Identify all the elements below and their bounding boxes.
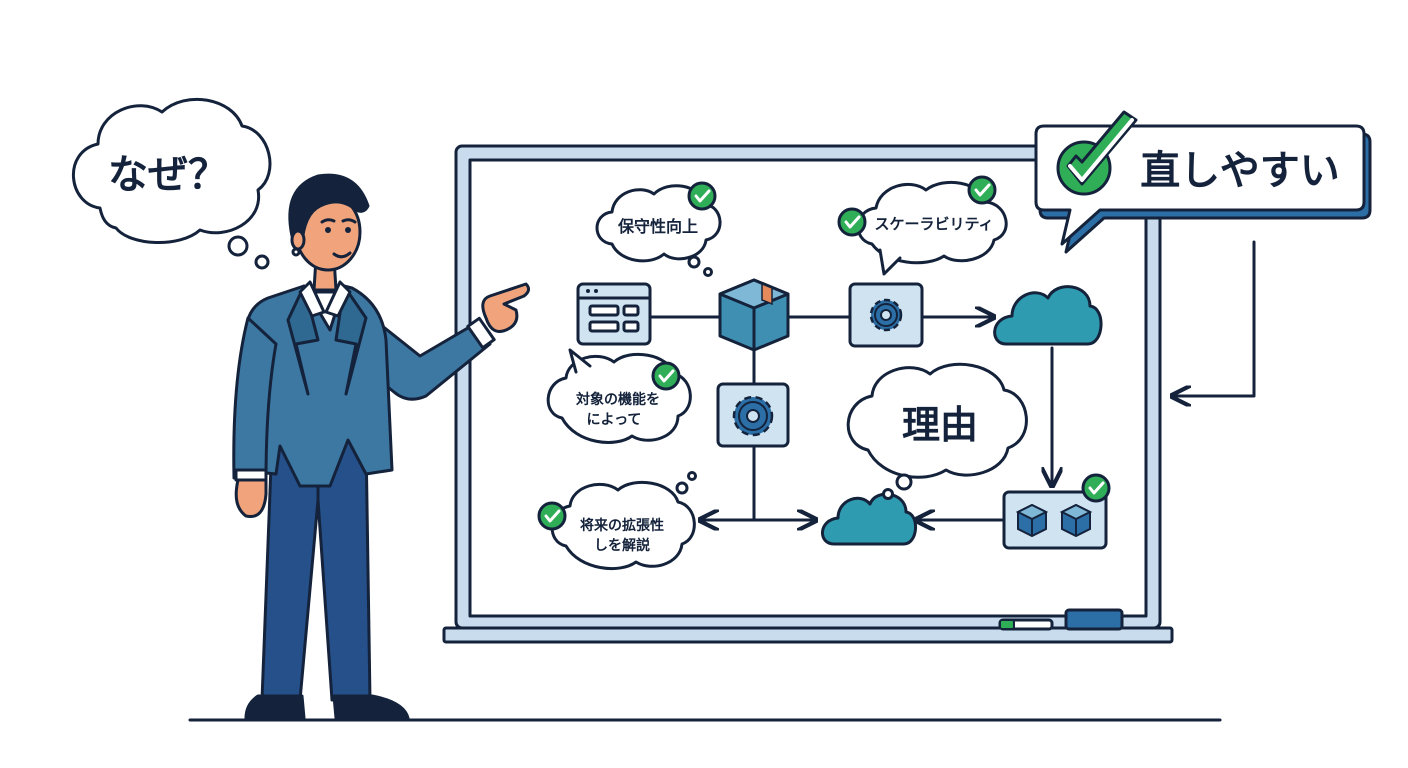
callout-easy-to-fix: 直しやすい [1034, 110, 1372, 254]
check-icon [537, 501, 567, 531]
bubble-scalability-text: スケーラビリティ [874, 215, 993, 233]
marker-icon [998, 618, 1054, 631]
bubble-reason-text: 理由 [902, 403, 978, 447]
check-icon [967, 175, 997, 205]
check-icon [1081, 473, 1111, 503]
bubble-future-extensibility: 将来の拡張性 しを解説 [550, 471, 697, 570]
thought-bubble-why: なぜ？ [72, 97, 272, 270]
bubble-future-text-1: 将来の拡張性 [580, 517, 664, 534]
bubble-maintainability-text: 保守性向上 [617, 217, 698, 236]
window-icon [576, 282, 652, 346]
eraser-icon [1064, 608, 1124, 631]
cloud-icon [821, 492, 917, 546]
bubble-future-text-2: しを解説 [594, 537, 650, 554]
diagram-connectors [648, 240, 1256, 520]
check-icon [837, 207, 867, 237]
bubble-reason: 理由 [846, 362, 1028, 500]
gear-icon [848, 282, 924, 348]
package-icon [718, 278, 790, 352]
check-icon [651, 361, 681, 391]
callout-text: 直しやすい [1140, 148, 1340, 194]
cubes-icon [1002, 490, 1108, 550]
presenter-person [232, 173, 531, 720]
bubble-scalability: スケーラビリティ [856, 180, 1008, 276]
thought-bubble-text: なぜ？ [108, 152, 228, 198]
check-icon [1056, 110, 1138, 196]
bubble-target-text-1: 対象の機能を [575, 391, 660, 408]
cloud-icon [993, 285, 1103, 346]
gear-icon [716, 382, 790, 448]
bubble-target-text-2: によって [587, 412, 642, 428]
check-icon [687, 181, 717, 211]
